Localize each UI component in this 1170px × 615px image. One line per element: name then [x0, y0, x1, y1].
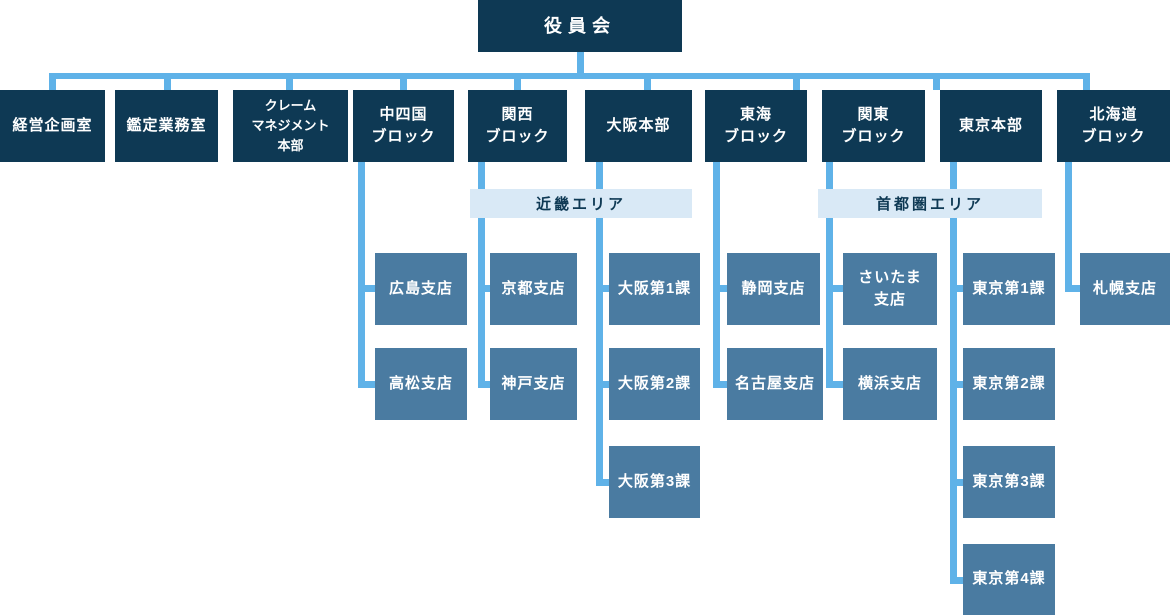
kinki-area-banner: 近畿エリア: [470, 189, 692, 218]
org-node-tokai-block: 東海 ブロック: [705, 90, 807, 162]
org-node-hokkaido-block: 北海道 ブロック: [1057, 90, 1170, 162]
org-node-hiroshima-branch: 広島支店: [375, 253, 467, 325]
connector-trunk: [49, 73, 1090, 79]
org-node-tokyo-dai2ka: 東京第2課: [963, 348, 1055, 420]
org-node-kansai-block: 関西 ブロック: [468, 90, 567, 162]
connector-arm: [358, 381, 375, 388]
connector-drop-hokkaido: [1065, 162, 1072, 292]
connector-arm: [826, 381, 843, 388]
connector-arm: [950, 285, 963, 292]
org-node-tokyo-dai1ka: 東京第1課: [963, 253, 1055, 325]
org-node-chushikoku-block: 中四国 ブロック: [353, 90, 454, 162]
connector-stub: [1083, 73, 1090, 90]
org-node-yokohama-branch: 横浜支店: [843, 348, 937, 420]
org-node-osaka-dai2ka: 大阪第2課: [609, 348, 700, 420]
connector-stub: [933, 73, 940, 90]
connector-stub: [286, 73, 293, 90]
org-node-saitama-branch: さいたま 支店: [843, 253, 937, 325]
org-node-nagoya-branch: 名古屋支店: [727, 348, 823, 420]
connector-drop-kanto: [826, 162, 833, 388]
connector-arm: [478, 381, 490, 388]
connector-stub: [400, 73, 407, 90]
connector-stub: [644, 73, 651, 90]
connector-arm: [950, 381, 963, 388]
connector-arm: [950, 479, 963, 486]
connector-root-drop: [577, 52, 584, 73]
org-node-keiei-kikakushitsu: 経営企画室: [0, 90, 105, 162]
org-node-kyoto-branch: 京都支店: [490, 253, 577, 325]
connector-drop-tokyo: [950, 162, 957, 584]
connector-arm: [478, 285, 490, 292]
org-node-osaka-dai1ka: 大阪第1課: [609, 253, 700, 325]
connector-arm: [358, 285, 375, 292]
org-node-tokyo-honbu: 東京本部: [940, 90, 1042, 162]
org-node-osaka-honbu: 大阪本部: [585, 90, 692, 162]
org-node-claim-management-honbu: クレーム マネジメント 本部: [233, 90, 348, 162]
connector-arm: [713, 381, 727, 388]
org-node-board-of-directors: 役員会: [478, 0, 682, 52]
connector-stub: [49, 73, 56, 90]
org-node-tokyo-dai4ka: 東京第4課: [963, 544, 1055, 615]
connector-drop-kansai: [478, 162, 485, 388]
connector-arm: [1065, 285, 1080, 292]
connector-drop-chushikoku: [358, 162, 365, 388]
org-node-shizuoka-branch: 静岡支店: [727, 253, 820, 325]
connector-arm: [596, 285, 609, 292]
connector-stub: [793, 73, 800, 90]
org-node-kanto-block: 関東 ブロック: [822, 90, 925, 162]
connector-drop-osaka: [596, 162, 603, 486]
org-node-takamatsu-branch: 高松支店: [375, 348, 467, 420]
org-node-sapporo-branch: 札幌支店: [1080, 253, 1170, 325]
connector-stub: [514, 73, 521, 90]
shutoken-area-banner: 首都圏エリア: [818, 189, 1042, 218]
org-node-tokyo-dai3ka: 東京第3課: [963, 446, 1055, 518]
org-node-kobe-branch: 神戸支店: [490, 348, 577, 420]
connector-arm: [826, 285, 843, 292]
connector-drop-tokai: [713, 162, 720, 388]
connector-arm: [596, 381, 609, 388]
connector-arm: [950, 577, 963, 584]
connector-arm: [596, 479, 609, 486]
connector-stub: [164, 73, 171, 90]
org-node-osaka-dai3ka: 大阪第3課: [609, 446, 700, 518]
org-node-kantei-gyomushitsu: 鑑定業務室: [115, 90, 218, 162]
connector-arm: [713, 285, 727, 292]
